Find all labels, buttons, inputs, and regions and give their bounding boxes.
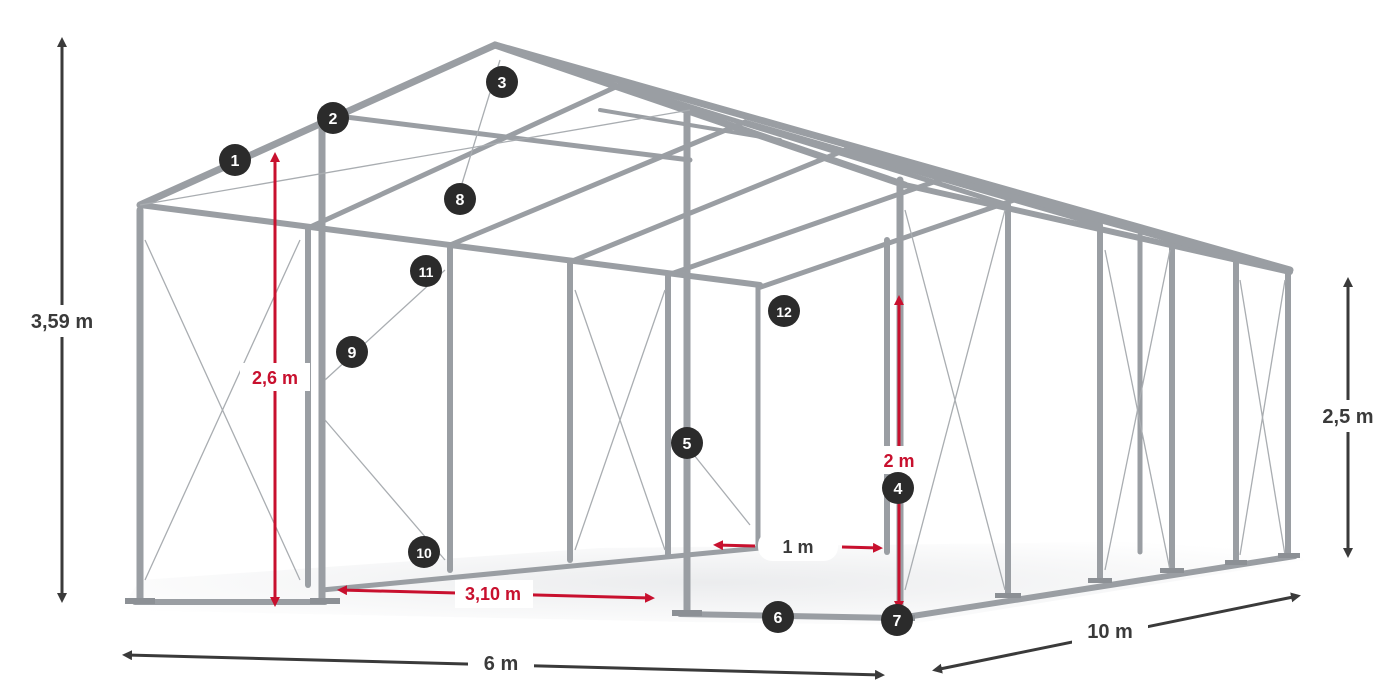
inner-height-label: 2,6 m bbox=[252, 368, 298, 388]
part-badge-4: 4 bbox=[882, 472, 914, 504]
part-badge-6: 6 bbox=[762, 601, 794, 633]
part-badge-7: 7 bbox=[881, 604, 913, 636]
svg-text:4: 4 bbox=[894, 481, 903, 498]
part-badge-11: 11 bbox=[410, 255, 442, 287]
svg-text:9: 9 bbox=[348, 345, 357, 362]
part-badge-2: 2 bbox=[317, 102, 349, 134]
svg-text:6: 6 bbox=[774, 610, 783, 627]
front-tie-beam bbox=[327, 112, 693, 163]
svg-text:8: 8 bbox=[456, 192, 465, 209]
ridge bbox=[491, 41, 1294, 274]
svg-text:2: 2 bbox=[329, 111, 338, 128]
svg-text:12: 12 bbox=[776, 304, 792, 320]
part-badge-9: 9 bbox=[336, 336, 368, 368]
rafter-2 bbox=[305, 82, 1011, 231]
svg-text:11: 11 bbox=[419, 264, 434, 280]
width-label: 6 m bbox=[484, 653, 518, 675]
part-badge-3: 3 bbox=[486, 66, 518, 98]
svg-text:3: 3 bbox=[498, 75, 507, 92]
part-badge-10: 10 bbox=[408, 536, 440, 568]
part-badge-8: 8 bbox=[444, 183, 476, 215]
part-badge-12: 12 bbox=[768, 295, 800, 327]
part-badges: 1 2 3 4 5 6 7 8 bbox=[219, 66, 914, 636]
part-badge-5: 5 bbox=[671, 427, 703, 459]
svg-text:10: 10 bbox=[416, 545, 432, 561]
svg-text:1: 1 bbox=[231, 153, 240, 170]
front-opening-label: 3,10 m bbox=[465, 584, 521, 604]
length-label: 10 m bbox=[1087, 621, 1133, 643]
frame bbox=[132, 41, 1298, 621]
door-height-label: 2 m bbox=[883, 451, 914, 471]
svg-text:7: 7 bbox=[893, 613, 902, 630]
door-width-arrow-left bbox=[713, 540, 756, 551]
side-height-label: 2,5 m bbox=[1322, 406, 1373, 428]
bracing bbox=[139, 59, 1286, 591]
door-width-arrow-right bbox=[841, 542, 883, 553]
base-left bbox=[319, 545, 763, 593]
part-badge-1: 1 bbox=[219, 144, 251, 176]
svg-text:5: 5 bbox=[683, 436, 692, 453]
door-width-label: 1 m bbox=[782, 537, 813, 557]
back-tie-beam bbox=[598, 108, 782, 142]
total-height-label: 3,59 m bbox=[31, 311, 93, 333]
rafter-6 bbox=[755, 195, 1291, 291]
